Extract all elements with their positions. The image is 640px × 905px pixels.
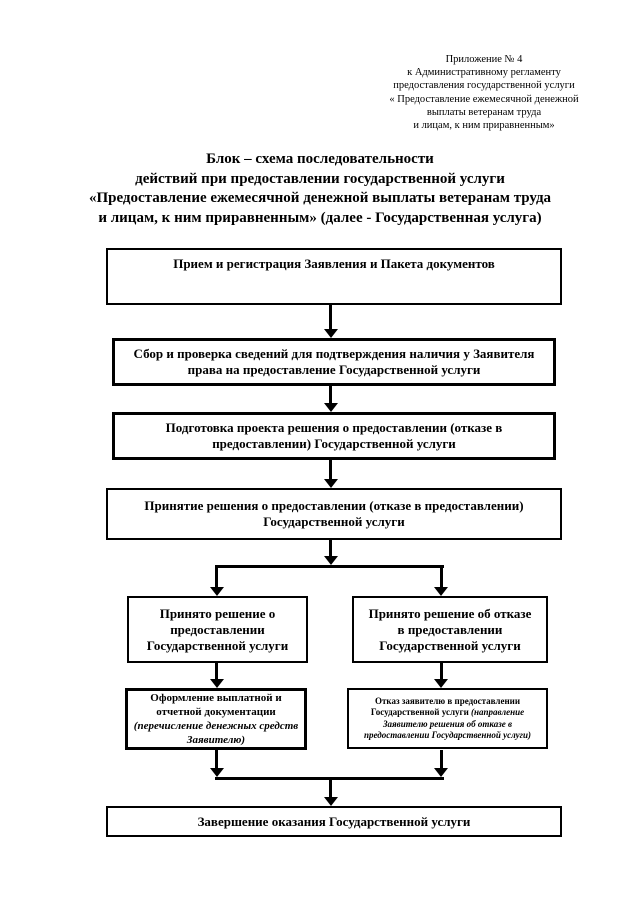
flow-step-reception-label: Прием и регистрация Заявления и Пакета д…: [173, 256, 495, 271]
flow-refused-detail-text: Отказ заявителю в предоставлении Государ…: [355, 696, 540, 742]
connector-draft-decision-line: [329, 460, 332, 480]
flow-step-decision-label: Принятие решения о предоставлении (отказ…: [144, 498, 524, 529]
flow-step-verification: Сбор и проверка сведений для подтвержден…: [112, 338, 556, 386]
arrow-down-icon: [324, 556, 338, 565]
flow-refused-detail-note: (направление Заявителю решения об отказе…: [364, 707, 531, 740]
connector-refused-merge-line: [440, 750, 443, 768]
page-title: Блок – схема последовательности действий…: [88, 151, 552, 226]
connector-verification-draft-line: [329, 386, 332, 404]
arrow-down-icon: [210, 587, 224, 596]
branch-right-drop-line: [440, 565, 443, 587]
branch-split-line: [215, 565, 444, 568]
arrow-down-icon: [324, 329, 338, 338]
flow-refused-detail-main: Отказ заявителю в предоставлении Государ…: [370, 695, 521, 718]
connector-reception-verification-line: [329, 305, 332, 330]
connector-granted-merge-line: [215, 750, 218, 768]
connector-decision-branch-line: [329, 540, 332, 557]
flow-granted-detail-main: Оформление выплатной и отчетной документ…: [150, 692, 282, 718]
arrow-down-icon: [210, 768, 224, 777]
branch-left-drop-line: [215, 565, 218, 587]
arrow-down-icon: [324, 797, 338, 806]
flow-branch-granted: Принято решение о предоставлении Государ…: [127, 596, 308, 663]
flow-step-completion: Завершение оказания Государственной услу…: [106, 806, 562, 837]
arrow-down-icon: [324, 403, 338, 412]
arrow-down-icon: [434, 768, 448, 777]
connector-merge-completion-line: [329, 780, 332, 797]
flow-branch-refused-label: Принято решение об отказе в предоставлен…: [368, 605, 532, 653]
flow-step-draft-decision-label: Подготовка проекта решения о предоставле…: [165, 420, 503, 451]
flow-branch-granted-label: Принято решение о предоставлении Государ…: [146, 605, 289, 653]
arrow-down-icon: [434, 587, 448, 596]
flow-step-completion-label: Завершение оказания Государственной услу…: [197, 813, 471, 829]
merge-line: [215, 777, 444, 780]
flow-refused-detail: Отказ заявителю в предоставлении Государ…: [347, 688, 548, 749]
connector-granted-detail-line: [215, 663, 218, 679]
connector-refused-detail-line: [440, 663, 443, 679]
arrow-down-icon: [210, 679, 224, 688]
arrow-down-icon: [434, 679, 448, 688]
flow-branch-refused: Принято решение об отказе в предоставлен…: [352, 596, 548, 663]
flow-step-verification-label: Сбор и проверка сведений для подтвержден…: [133, 346, 535, 377]
flow-step-draft-decision: Подготовка проекта решения о предоставле…: [112, 412, 556, 460]
flow-granted-detail-note: (перечисление денежных средств Заявителю…: [133, 720, 299, 746]
arrow-down-icon: [324, 479, 338, 488]
flow-step-reception: Прием и регистрация Заявления и Пакета д…: [106, 248, 562, 305]
flow-step-decision: Принятие решения о предоставлении (отказ…: [106, 488, 562, 540]
flow-granted-detail: Оформление выплатной и отчетной документ…: [125, 688, 307, 750]
appendix-annotation: Приложение № 4 к Административному регла…: [389, 54, 579, 132]
